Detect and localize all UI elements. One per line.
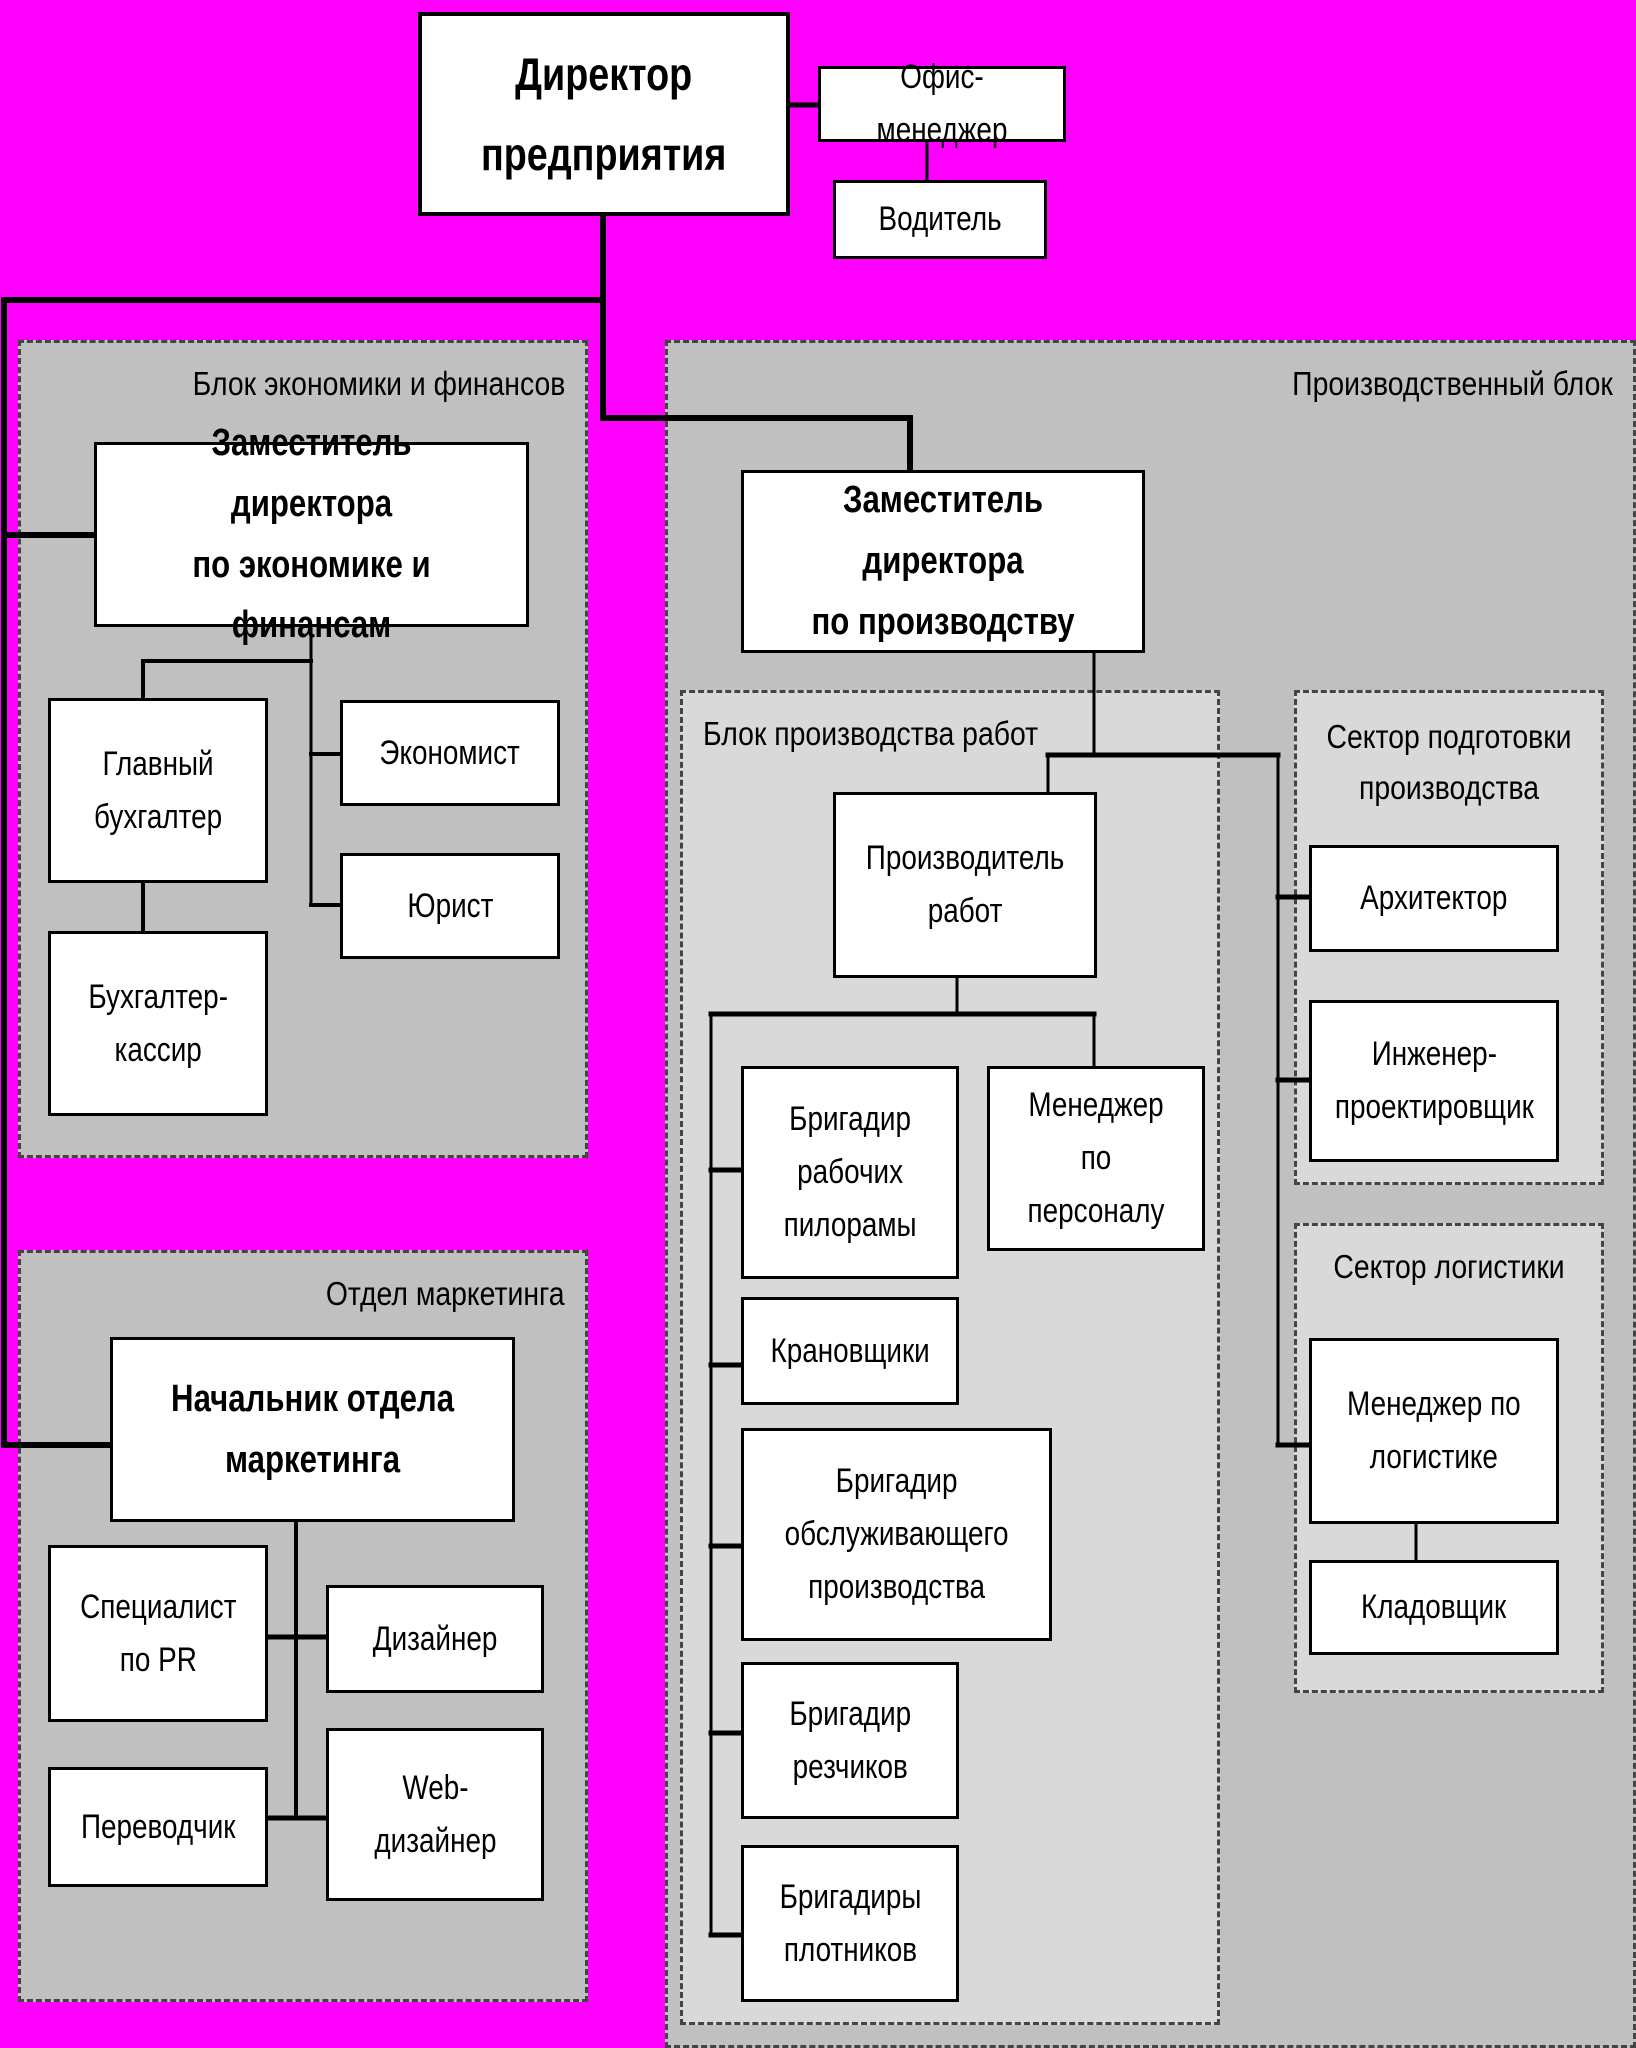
translator-box: Переводчик [48,1767,268,1887]
prep-sector-title: Сектор подготовки производства [1326,718,1572,807]
driver-box: Водитель [833,180,1047,259]
cashier-label: Бухгалтер- кассир [88,977,228,1069]
marketing-head-box: Начальник отдела маркетинга [110,1337,515,1522]
logistics-manager-label: Менеджер по логистике [1347,1385,1521,1476]
carpenters-foremen-label: Бригадиры плотников [779,1877,921,1969]
logistics-manager-box: Менеджер по логистике [1309,1338,1559,1524]
crane-operators-label: Крановщики [770,1331,930,1370]
carpenters-foremen-box: Бригадиры плотников [741,1845,959,2002]
chief-accountant-box: Главный бухгалтер [48,698,268,883]
storekeeper-box: Кладовщик [1309,1560,1559,1655]
economist-box: Экономист [340,700,560,806]
driver-label: Водитель [878,200,1002,239]
lawyer-label: Юрист [407,886,493,925]
director-box: Директор предприятия [418,12,790,216]
lawyer-box: Юрист [340,853,560,959]
carvers-foreman-label: Бригадир резчиков [789,1694,911,1786]
storekeeper-label: Кладовщик [1361,1588,1507,1627]
pr-specialist-box: Специалист по PR [48,1545,268,1722]
office-manager-label: Офис-менеджер [876,58,1008,149]
production-deputy-box: Заместитель директора по производству [741,470,1145,653]
hr-manager-box: Менеджер по персоналу [987,1066,1205,1251]
web-designer-label: Web- дизайнер [373,1768,497,1860]
designer-label: Дизайнер [372,1619,498,1658]
chief-accountant-label: Главный бухгалтер [93,744,223,836]
economist-label: Экономист [379,733,521,772]
production-block-title: Производственный блок [1292,365,1613,402]
pr-specialist-label: Специалист по PR [79,1587,237,1679]
econ-deputy-box: Заместитель директора по экономике и фин… [94,422,529,646]
marketing-head-label: Начальник отдела маркетинга [170,1377,455,1481]
service-foreman-label: Бригадир обслуживающего производства [784,1462,1009,1606]
office-manager-box: Офис-менеджер [818,58,1066,149]
sawmill-foreman-label: Бригадир рабочих пилорамы [783,1100,917,1244]
works-block-title: Блок производства работ [703,715,1039,752]
design-engineer-label: Инженер- проектировщик [1334,1035,1534,1126]
econ-deputy-label: Заместитель директора по экономике и фин… [192,421,431,647]
econ-block-title: Блок экономики и финансов [192,365,565,402]
director-label: Директор предприятия [481,47,727,181]
marketing-block-title: Отдел маркетинга [326,1275,565,1312]
design-engineer-box: Инженер- проектировщик [1309,1000,1559,1162]
architect-label: Архитектор [1360,879,1508,918]
architect-box: Архитектор [1309,845,1559,952]
web-designer-box: Web- дизайнер [326,1728,544,1901]
designer-box: Дизайнер [326,1585,544,1693]
crane-operators-box: Крановщики [741,1297,959,1405]
translator-label: Переводчик [80,1807,236,1846]
works-producer-box: Производитель работ [833,792,1097,978]
cashier-box: Бухгалтер- кассир [48,931,268,1116]
service-foreman-box: Бригадир обслуживающего производства [741,1428,1052,1641]
works-producer-label: Производитель работ [865,839,1065,930]
production-deputy-label: Заместитель директора по производству [811,479,1075,643]
hr-manager-label: Менеджер по персоналу [1027,1086,1165,1230]
carvers-foreman-box: Бригадир резчиков [741,1662,959,1819]
sawmill-foreman-box: Бригадир рабочих пилорамы [741,1066,959,1279]
logistics-sector-title: Сектор логистики [1333,1248,1565,1285]
